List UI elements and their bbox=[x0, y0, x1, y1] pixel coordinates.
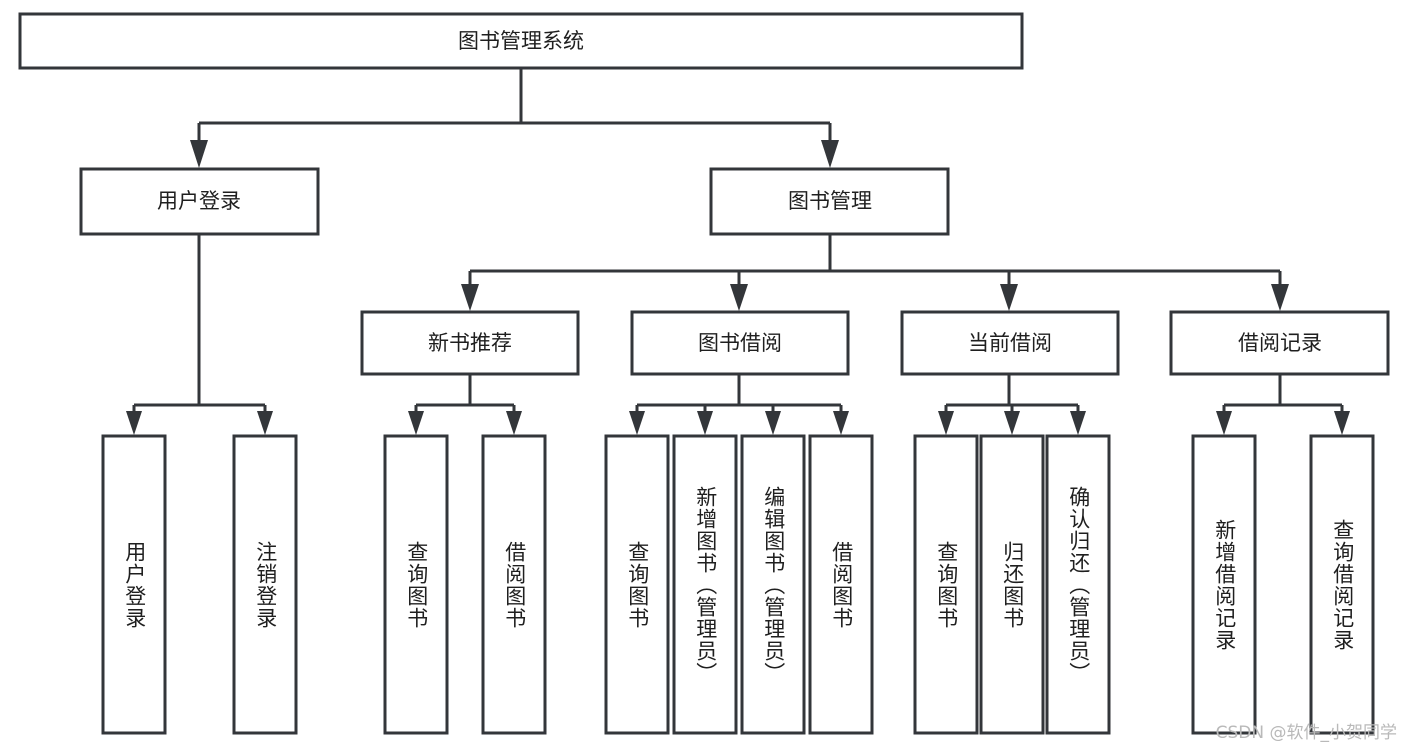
csdn-watermark: CSDN @软件_小贺同学 bbox=[1215, 723, 1397, 743]
node-leaf-return-book[interactable] bbox=[979, 434, 1045, 735]
node-leaf-add-record-box[interactable] bbox=[1191, 434, 1257, 735]
node-user-login-box[interactable] bbox=[79, 167, 320, 236]
node-leaf-query-book-1-box[interactable] bbox=[383, 434, 449, 735]
connector-group-current-borrow bbox=[938, 374, 1086, 435]
node-leaf-user-login[interactable] bbox=[101, 434, 167, 735]
node-leaf-edit-book[interactable] bbox=[740, 434, 806, 735]
arrowhead-leaf-user-login bbox=[126, 411, 142, 435]
node-borrow-record[interactable]: 借阅记录 bbox=[1169, 310, 1390, 376]
node-leaf-confirm-return-box[interactable] bbox=[1045, 434, 1111, 735]
node-leaf-user-login-box[interactable] bbox=[101, 434, 167, 735]
node-leaf-query-record[interactable] bbox=[1309, 434, 1375, 735]
connector-group-book-manage bbox=[461, 234, 1289, 311]
node-leaf-query-book-1[interactable] bbox=[383, 434, 449, 735]
arrowhead-leaf-query-book-1 bbox=[408, 411, 424, 435]
node-leaf-add-book[interactable] bbox=[672, 434, 738, 735]
arrowhead-leaf-borrow-book-2 bbox=[833, 411, 849, 435]
node-leaf-return-book-box[interactable] bbox=[979, 434, 1045, 735]
node-root[interactable]: 图书管理系统 bbox=[18, 12, 1024, 70]
node-book-manage-box[interactable] bbox=[709, 167, 950, 236]
node-book-manage[interactable]: 图书管理 bbox=[709, 167, 950, 236]
arrowhead-leaf-query-record bbox=[1334, 411, 1350, 435]
arrowhead-leaf-add-book bbox=[697, 411, 713, 435]
arrowhead-leaf-borrow-book-1 bbox=[506, 411, 522, 435]
arrowhead-leaf-query-book-2 bbox=[629, 411, 645, 435]
connector-group-borrow-record bbox=[1216, 374, 1350, 435]
arrowhead-leaf-edit-book bbox=[765, 411, 781, 435]
arrowhead-leaf-user-logout bbox=[257, 411, 273, 435]
node-leaf-edit-book-box[interactable] bbox=[740, 434, 806, 735]
node-leaf-borrow-book-2[interactable] bbox=[808, 434, 874, 735]
node-leaf-query-book-3-box[interactable] bbox=[913, 434, 979, 735]
node-leaf-borrow-book-1-box[interactable] bbox=[481, 434, 547, 735]
node-leaf-user-logout[interactable] bbox=[232, 434, 298, 735]
node-leaf-query-record-box[interactable] bbox=[1309, 434, 1375, 735]
arrowhead-new-book-recommend bbox=[461, 284, 479, 311]
node-current-borrow-box[interactable] bbox=[900, 310, 1120, 376]
arrowhead-leaf-add-record bbox=[1216, 411, 1232, 435]
node-new-book-recommend-box[interactable] bbox=[360, 310, 580, 376]
arrowhead-book-borrow bbox=[730, 284, 748, 311]
connector-group-root bbox=[190, 68, 839, 168]
arrowhead-leaf-confirm-return bbox=[1070, 411, 1086, 435]
arrowhead-user-login bbox=[190, 140, 208, 168]
node-leaf-add-book-box[interactable] bbox=[672, 434, 738, 735]
node-new-book-recommend[interactable]: 新书推荐 bbox=[360, 310, 580, 376]
node-borrow-record-label: 借阅记录 bbox=[1238, 331, 1322, 355]
node-leaf-borrow-book-2-box[interactable] bbox=[808, 434, 874, 735]
node-leaf-confirm-return[interactable] bbox=[1045, 434, 1111, 735]
node-user-login[interactable]: 用户登录 bbox=[79, 167, 320, 236]
node-borrow-record-box[interactable] bbox=[1169, 310, 1390, 376]
arrowhead-leaf-query-book-3 bbox=[938, 411, 954, 435]
arrowhead-current-borrow bbox=[1000, 284, 1018, 311]
node-current-borrow[interactable]: 当前借阅 bbox=[900, 310, 1120, 376]
node-leaf-borrow-book-1[interactable] bbox=[481, 434, 547, 735]
arrowhead-leaf-return-book bbox=[1004, 411, 1020, 435]
connector-group-user-login bbox=[126, 234, 273, 435]
node-book-manage-label: 图书管理 bbox=[788, 189, 872, 213]
connector-group-new-book-recommend bbox=[408, 374, 522, 435]
node-leaf-add-record[interactable] bbox=[1191, 434, 1257, 735]
node-root-box[interactable] bbox=[18, 12, 1024, 70]
node-leaf-query-book-3[interactable] bbox=[913, 434, 979, 735]
node-book-borrow[interactable]: 图书借阅 bbox=[630, 310, 850, 376]
node-root-label: 图书管理系统 bbox=[458, 29, 584, 53]
node-user-login-label: 用户登录 bbox=[157, 189, 241, 213]
arrowhead-book-manage bbox=[821, 140, 839, 168]
node-new-book-recommend-label: 新书推荐 bbox=[428, 331, 512, 355]
node-book-borrow-box[interactable] bbox=[630, 310, 850, 376]
node-current-borrow-label: 当前借阅 bbox=[968, 331, 1052, 355]
node-leaf-query-book-2[interactable] bbox=[604, 434, 670, 735]
node-leaf-user-logout-box[interactable] bbox=[232, 434, 298, 735]
connector-group-book-borrow bbox=[629, 374, 849, 435]
node-book-borrow-label: 图书借阅 bbox=[698, 331, 782, 355]
arrowhead-borrow-record bbox=[1271, 284, 1289, 311]
node-leaf-query-book-2-box[interactable] bbox=[604, 434, 670, 735]
